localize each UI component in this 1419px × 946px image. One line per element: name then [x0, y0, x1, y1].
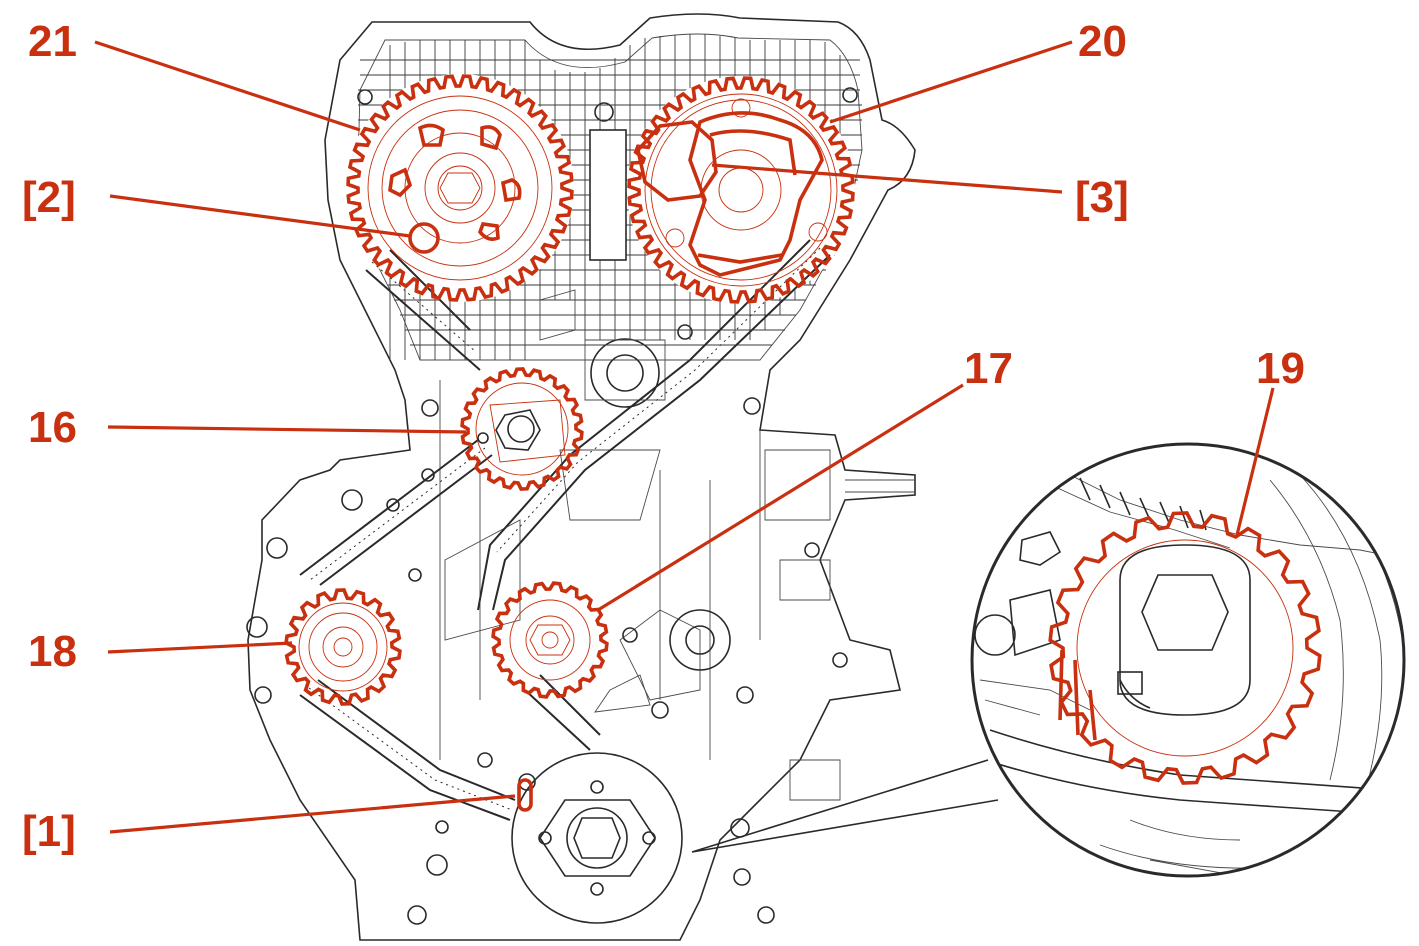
sprocket-16-inner-ring [475, 382, 569, 476]
sprocket-16-details [477, 399, 566, 463]
crankshaft-sprocket [1048, 511, 1322, 785]
sprocket-20-teeth [627, 76, 855, 304]
sprocket-18-inner-ring [298, 602, 388, 692]
callout-21: 21 [28, 17, 77, 66]
cam-locking-tool-3 [636, 120, 718, 202]
callout-3: [3] [1075, 173, 1129, 222]
callout-16: 16 [28, 403, 77, 452]
callout-19: 19 [1256, 344, 1305, 393]
sprocket-17-teeth [491, 581, 609, 699]
intake-camshaft-sprocket [346, 74, 574, 302]
sprocket-16-teeth [460, 367, 584, 491]
sprocket-21-teeth [346, 74, 574, 302]
sprocket-21-details [381, 109, 539, 267]
magnifier-inset [691, 442, 1406, 878]
sprocket-19-teeth [1048, 511, 1322, 785]
sprocket-18-teeth [284, 588, 402, 706]
exhaust-camshaft-sprocket [627, 76, 855, 304]
water-pump-sprocket [284, 588, 402, 706]
leader-lines [94, 40, 1275, 834]
callout-1: [1] [22, 807, 76, 856]
callout-18: 18 [28, 627, 77, 676]
idler-pulley [491, 581, 609, 699]
sprocket-18-details [308, 612, 378, 682]
callout-17: 17 [964, 344, 1013, 393]
callout-20: 20 [1078, 17, 1127, 66]
tensioner-pulley [460, 367, 584, 491]
timing-belt [299, 239, 831, 821]
sprocket-backgrounds [346, 74, 855, 304]
callout-2: [2] [22, 173, 76, 222]
sprocket-17-details [509, 599, 591, 681]
sprocket-21-inner-ring [367, 95, 553, 281]
sprocket-20-details [650, 98, 832, 281]
timing-hole-2 [408, 222, 440, 254]
sprocket-20-inner-ring [644, 93, 838, 287]
crankshaft-timing-pin-1 [517, 778, 533, 812]
